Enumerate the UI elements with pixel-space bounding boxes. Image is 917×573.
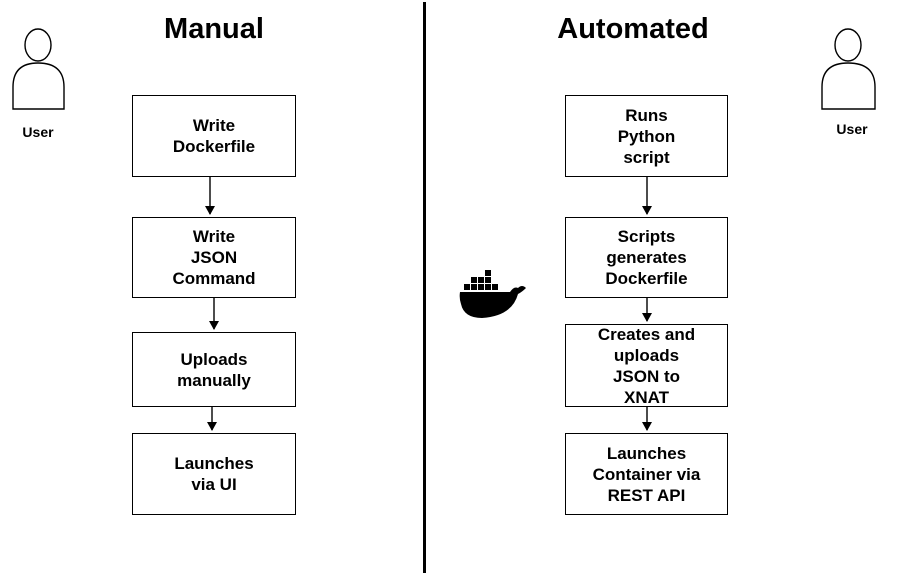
user-icon: [12, 28, 65, 110]
step-label: Launches Container via REST API: [592, 443, 701, 505]
manual-step-write-dockerfile: Write Dockerfile: [132, 95, 296, 177]
manual-step-write-json: Write JSON Command: [132, 217, 296, 298]
step-label: Uploads manually: [177, 349, 251, 390]
step-label: Scripts generates Dockerfile: [605, 227, 688, 288]
step-label: Write Dockerfile: [172, 116, 256, 156]
automated-step-generate-dockerfile: Scripts generates Dockerfile: [565, 217, 728, 298]
manual-step-launch: Launches via UI: [132, 433, 296, 515]
step-label: Creates and uploads JSON to XNAT: [597, 324, 696, 407]
automated-step-upload-json: Creates and uploads JSON to XNAT: [565, 324, 728, 407]
section-divider: [423, 2, 426, 573]
step-label: Write JSON Command: [172, 227, 256, 288]
docker-whale-icon: [459, 270, 526, 318]
step-label: Launches via UI: [174, 454, 254, 494]
manual-step-upload: Uploads manually: [132, 332, 296, 407]
manual-heading: Manual: [164, 13, 264, 45]
automated-step-run-script: Runs Python script: [565, 95, 728, 177]
automated-step-launch: Launches Container via REST API: [565, 433, 728, 515]
step-label: Runs Python script: [617, 105, 676, 167]
user-icon: [821, 28, 876, 110]
automated-heading: Automated: [557, 13, 709, 45]
manual-user-label: User: [22, 124, 54, 140]
automated-user-label: User: [836, 121, 868, 137]
